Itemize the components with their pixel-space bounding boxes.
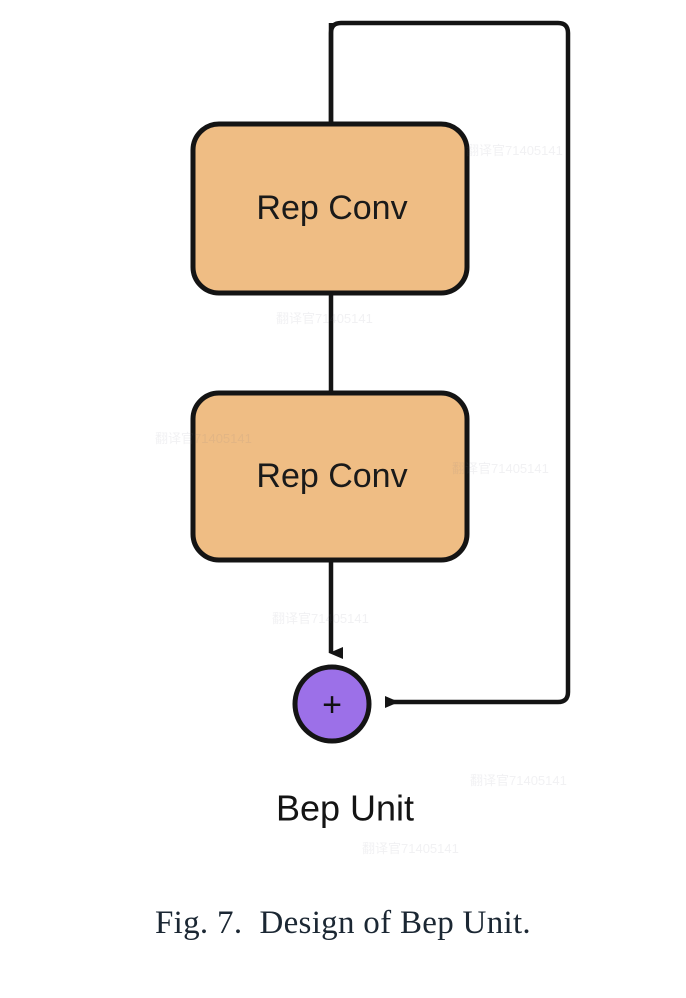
node-rep-conv-1[interactable]	[190, 121, 470, 296]
node-adder-label: +	[322, 686, 342, 724]
node-rep-conv-2-label: Rep Conv	[256, 457, 407, 495]
unit-title: Bep Unit	[276, 788, 414, 829]
figure-caption: Fig. 7. Design of Bep Unit.	[155, 905, 531, 941]
node-rep-conv-1-label: Rep Conv	[256, 189, 407, 227]
node-adder[interactable]	[292, 664, 372, 744]
node-rep-conv-2[interactable]	[190, 390, 470, 563]
